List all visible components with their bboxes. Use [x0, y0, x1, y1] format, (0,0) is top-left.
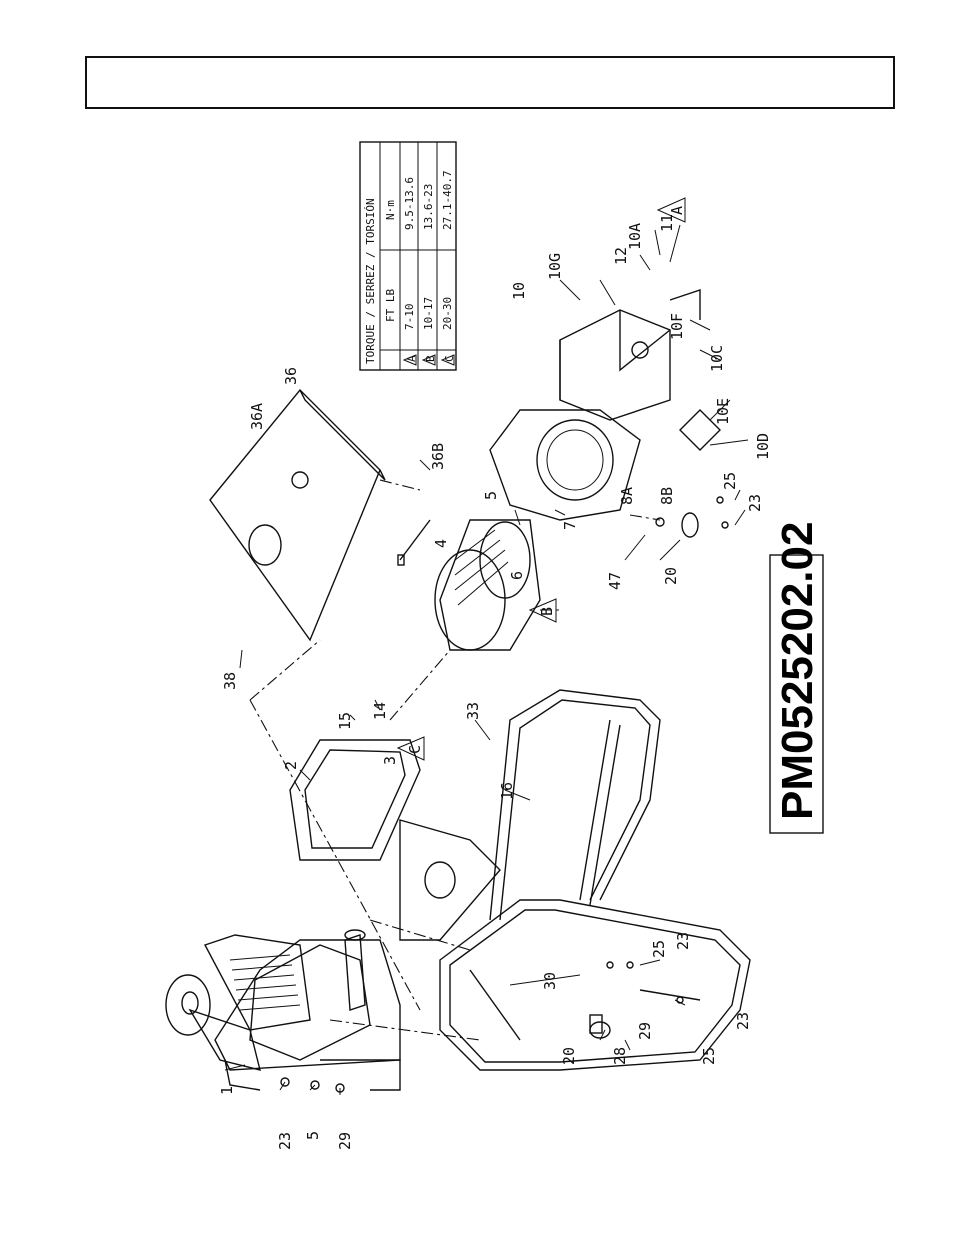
torque-row-b-nm: 13.6-23: [422, 184, 435, 230]
callout-25b: 25: [650, 940, 668, 958]
callout-8b: 8B: [658, 487, 676, 505]
torque-row-a-nm: 9.5-13.6: [403, 177, 416, 230]
svg-text:B: B: [424, 355, 437, 362]
callout-10g: 10G: [546, 253, 564, 280]
callout-33: 33: [464, 702, 482, 720]
callout-10: 10: [510, 282, 528, 300]
callout-36a: 36A: [248, 403, 266, 430]
callout-10c: 10C: [708, 345, 726, 372]
callout-23d: 23: [734, 1012, 752, 1030]
callout-14: 14: [371, 702, 389, 720]
callout-23c: 23: [674, 932, 692, 950]
callout-10f: 10F: [668, 313, 686, 340]
engine-part: [166, 930, 400, 1092]
callout-b: B: [538, 607, 556, 616]
callout-a: A: [668, 206, 686, 215]
callout-36b: 36B: [429, 443, 447, 470]
torque-row-c-nm: 27.1-40.7: [441, 170, 454, 230]
torque-row-a-ftlb: 7-10: [403, 304, 416, 331]
assembly-lines: [250, 480, 660, 1040]
callout-c: C: [406, 745, 424, 754]
shroud-part: [290, 740, 500, 940]
callout-2: 2: [282, 761, 300, 770]
callout-4: 4: [432, 539, 450, 548]
callout-6: 6: [508, 571, 526, 580]
hardware-parts: [398, 290, 728, 1038]
callout-10a: 10A: [626, 223, 644, 250]
callout-16: 16: [498, 782, 516, 800]
callout-23: 23: [276, 1132, 294, 1150]
callout-10e: 10E: [714, 398, 732, 425]
callout-1: 1: [218, 1086, 236, 1095]
torque-row-c-ftlb: 20-30: [441, 297, 454, 330]
callout-47: 47: [606, 572, 624, 590]
callout-labels: 1 23 5 29 2 15 14 3 C 33 16 38 36A 36 36…: [218, 198, 772, 1150]
callout-38: 38: [221, 672, 239, 690]
callout-5: 5: [304, 1131, 322, 1140]
callout-7: 7: [561, 521, 579, 530]
callout-29b: 29: [636, 1022, 654, 1040]
callout-28: 28: [611, 1047, 629, 1065]
callout-30: 30: [541, 972, 559, 990]
callout-8a: 8A: [618, 487, 636, 505]
callout-29: 29: [336, 1132, 354, 1150]
control-box-part: [560, 310, 670, 420]
callout-20: 20: [662, 567, 680, 585]
callout-20b: 20: [560, 1047, 578, 1065]
svg-text:C: C: [443, 355, 456, 362]
frame-part: [440, 690, 750, 1070]
torque-col-nm: N·m: [384, 200, 397, 220]
model-number-box: PM0525202.02: [770, 522, 823, 833]
callout-36: 36: [282, 367, 300, 385]
rotor-part: [435, 520, 540, 650]
callout-10d: 10D: [754, 433, 772, 460]
model-number: PM0525202.02: [773, 522, 822, 820]
callout-15: 15: [336, 712, 354, 730]
callout-25c: 25: [700, 1047, 718, 1065]
callout-25: 25: [721, 472, 739, 490]
torque-table-header: TORQUE / SERREZ / TORSIÓN: [364, 198, 377, 364]
svg-text:A: A: [405, 355, 418, 362]
torque-table: TORQUE / SERREZ / TORSIÓN FT LB N·m A 7-…: [360, 142, 456, 370]
callout-5b: 5: [482, 491, 500, 500]
torque-row-b-ftlb: 10-17: [422, 297, 435, 330]
callout-3: 3: [381, 756, 399, 765]
torque-col-ftlb: FT LB: [384, 289, 397, 322]
top-panel-part: [210, 390, 385, 640]
callout-23b: 23: [746, 494, 764, 512]
